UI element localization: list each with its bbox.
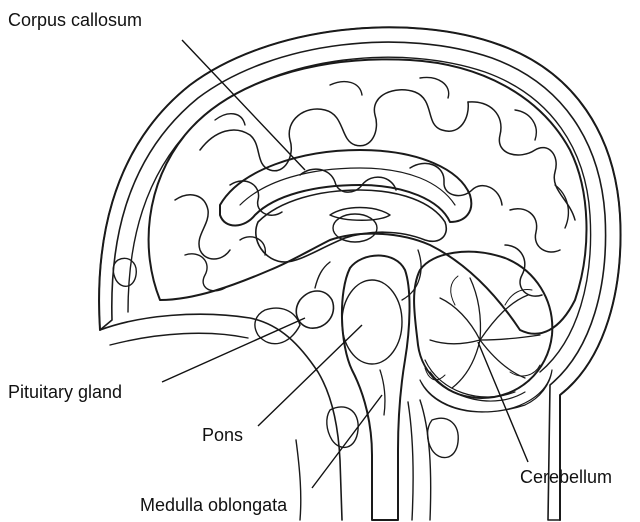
label-corpus-callosum: Corpus callosum — [8, 10, 142, 30]
leader-pons — [258, 325, 362, 426]
skull — [99, 27, 620, 520]
leader-cerebellum — [478, 342, 528, 462]
label-pons: Pons — [202, 425, 243, 445]
label-cerebellum: Cerebellum — [520, 467, 612, 487]
cerebellum — [414, 252, 552, 412]
lower-structures — [100, 258, 458, 520]
label-pituitary-gland: Pituitary gland — [8, 382, 122, 402]
leader-lines — [162, 40, 528, 488]
corpus-callosum — [220, 150, 471, 226]
leader-pituitary-gland — [162, 318, 305, 382]
pituitary-gland — [255, 262, 334, 344]
cerebrum — [149, 59, 587, 333]
brainstem — [342, 250, 421, 520]
labels: Corpus callosum Pituitary gland Pons Cer… — [8, 10, 612, 515]
pons-bulge — [342, 280, 402, 364]
label-medulla-oblongata: Medulla oblongata — [140, 495, 288, 515]
